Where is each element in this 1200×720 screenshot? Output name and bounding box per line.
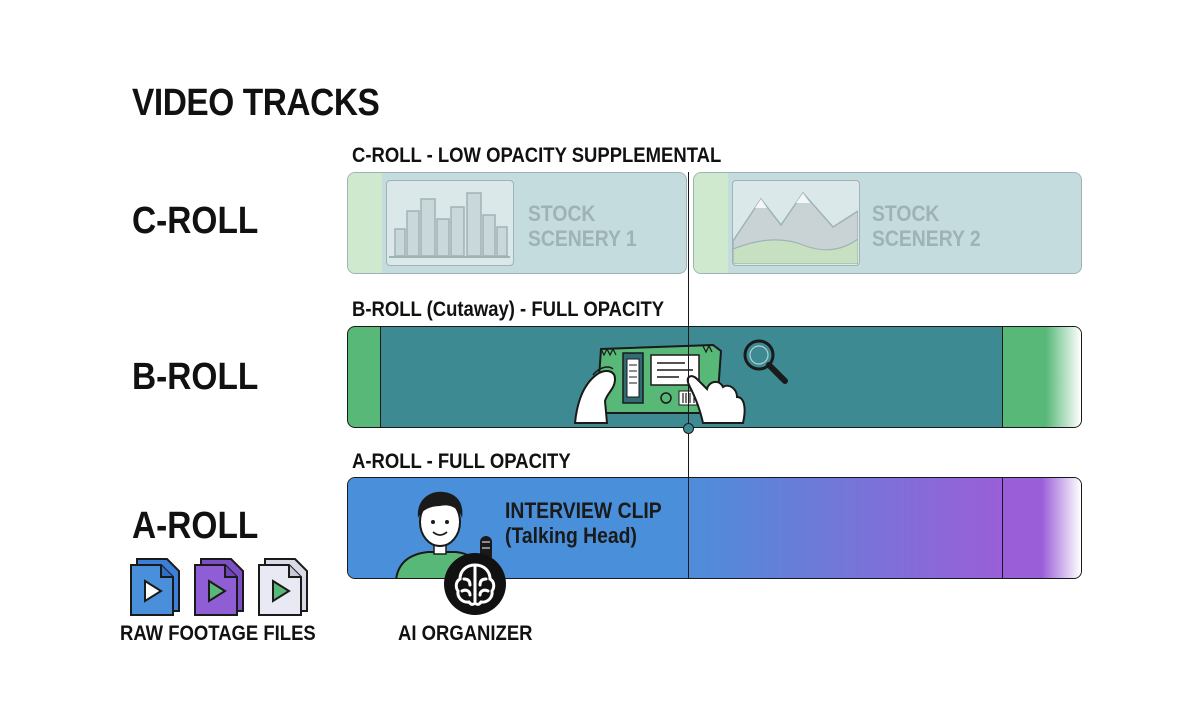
city-skyline-icon — [386, 180, 514, 266]
clip-edge — [1003, 327, 1081, 427]
mountain-landscape-icon — [732, 180, 860, 266]
playhead-handle[interactable] — [683, 423, 694, 434]
track-label-c-roll: C-ROLL - LOW OPACITY SUPPLEMENTAL — [352, 144, 722, 167]
raw-footage-files-icon — [127, 553, 311, 617]
row-name-b-roll: B-ROLL — [132, 356, 259, 398]
playhead-line[interactable] — [688, 172, 689, 579]
clip-edge — [694, 173, 728, 273]
clip-subtitle: SCENERY 2 — [872, 226, 981, 251]
ai-organizer-label: AI ORGANIZER — [398, 622, 533, 645]
track-label-a-roll: A-ROLL - FULL OPACITY — [352, 450, 571, 473]
b-roll-track[interactable] — [347, 326, 1082, 428]
ai-organizer-icon — [442, 551, 508, 617]
stock-scenery-1-clip[interactable]: STOCK SCENERY 1 — [347, 172, 687, 274]
hands-holding-package-icon — [553, 331, 793, 427]
clip-title: STOCK — [528, 201, 596, 226]
clip-title: INTERVIEW CLIP — [505, 498, 662, 523]
clip-title: STOCK — [872, 201, 940, 226]
clip-subtitle: (Talking Head) — [505, 523, 637, 548]
row-name-a-roll: A-ROLL — [132, 505, 259, 547]
track-label-b-roll: B-ROLL (Cutaway) - FULL OPACITY — [352, 298, 665, 321]
clip-subtitle: SCENERY 1 — [528, 226, 637, 251]
clip-edge — [348, 173, 382, 273]
row-name-c-roll: C-ROLL — [132, 200, 259, 242]
clip-edge — [1003, 478, 1081, 578]
stock-scenery-2-clip[interactable]: STOCK SCENERY 2 — [693, 172, 1082, 274]
page-title: VIDEO TRACKS — [132, 82, 380, 124]
raw-footage-files-label: RAW FOOTAGE FILES — [120, 622, 316, 645]
c-roll-track[interactable]: STOCK SCENERY 1 STOCK SCENERY 2 — [347, 172, 1082, 274]
